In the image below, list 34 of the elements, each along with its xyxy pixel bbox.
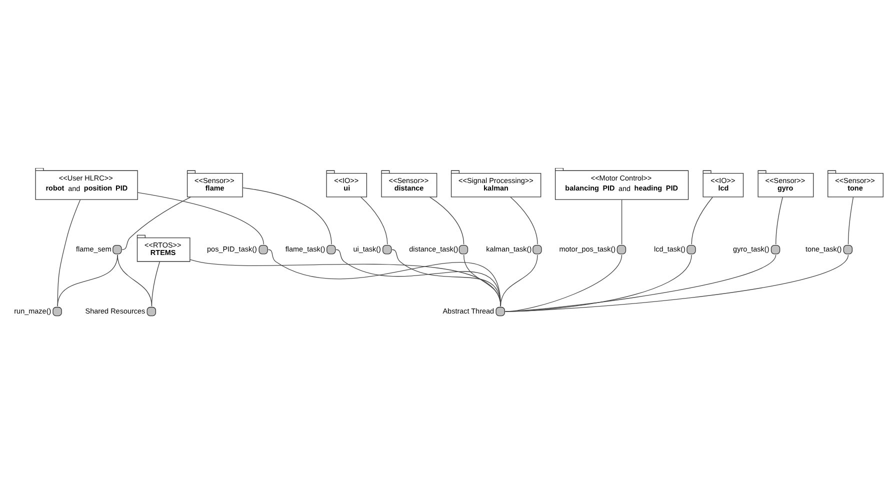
- node-label: Shared Resources: [85, 306, 146, 315]
- connector: [268, 248, 501, 306]
- connector: [151, 260, 160, 306]
- node-label: Abstract Thread: [442, 306, 494, 315]
- node-label: distance_task(): [409, 244, 458, 253]
- connector: [242, 186, 332, 244]
- node-label: kalman_task(): [486, 244, 532, 253]
- connector: [504, 254, 849, 312]
- node-label: tone_task(): [805, 244, 842, 253]
- connector: [510, 196, 538, 244]
- node-label: gyro_task(): [733, 244, 770, 253]
- connector: [691, 196, 713, 244]
- connector: [848, 196, 854, 244]
- connector: [504, 254, 776, 312]
- connector: [117, 254, 152, 306]
- node-label: run_maze(): [14, 306, 52, 315]
- node-label: motor_pos_task(): [559, 244, 616, 253]
- connector: [360, 196, 388, 244]
- node-label: lcd_task(): [654, 244, 686, 253]
- connector: [776, 196, 783, 244]
- node-label: ui_task(): [353, 244, 381, 253]
- connector: [621, 198, 622, 244]
- connector: [504, 254, 692, 312]
- connector: [57, 198, 81, 306]
- connector: [463, 254, 501, 306]
- connector: [336, 248, 501, 306]
- connector: [392, 248, 501, 306]
- connector: [504, 254, 622, 312]
- node-label: pos_PID_task(): [207, 244, 257, 253]
- connector: [122, 196, 192, 250]
- connector: [429, 196, 464, 244]
- node-label: flame_sem: [76, 244, 112, 253]
- node-label: flame_task(): [285, 244, 326, 253]
- connector: [500, 254, 538, 306]
